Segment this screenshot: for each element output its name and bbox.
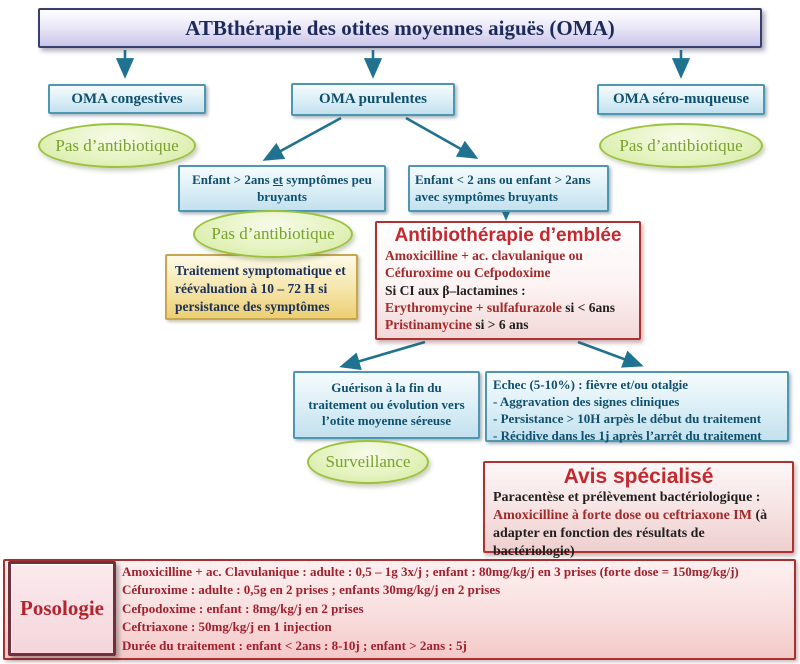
arrow-antibio-to-guerison [339, 340, 426, 370]
outcome-no-antibiotic-middle: Pas d’antibiotique [193, 210, 353, 258]
child-severe-post: enfant > 2ans avec symptômes bruyants [415, 171, 591, 204]
posologie-label: Posologie [8, 561, 116, 656]
outcome-no-antibiotic-left: Pas d’antibiotique [38, 123, 196, 168]
posologie-line-1: Amoxicilline + ac. Clavulanique : adulte… [122, 564, 739, 579]
condition-child-severe: Enfant < 2 ans ou enfant > 2ans avec sym… [408, 165, 609, 212]
outcome-no-antibiotic-right: Pas d’antibiotique [599, 123, 763, 168]
branch-oma-sero-muqueuse: OMA séro-muqueuse [597, 84, 765, 115]
posologie-lines: Amoxicilline + ac. Clavulanique : adulte… [122, 563, 792, 655]
antibio-line-4: Erythromycine + sulfafurazole si < 6ans [385, 299, 631, 316]
antibio-line4-drug: Erythromycine + sulfafurazole [385, 299, 562, 315]
child-mild-pre: Enfant > 2ans [192, 171, 273, 187]
guerison-box: Guérison à la fin du traitement ou évolu… [293, 371, 480, 439]
posologie-panel [3, 559, 796, 660]
echec-lines: Echec (5-10%) : fièvre et/ou otalgie - A… [493, 377, 762, 445]
avis-line-1: Paracentèse et prélèvement bactériologiq… [493, 490, 761, 505]
antibiotherapy-box: Antibiothérapie d’emblée Amoxicilline + … [375, 221, 641, 340]
child-mild-conjunction: et [272, 171, 283, 187]
avis-title: Avis spécialisé [563, 465, 714, 488]
condition-child-mild: Enfant > 2ans et symptômes peu bruyants [178, 165, 386, 212]
echec-box: Echec (5-10%) : fièvre et/ou otalgie - A… [485, 371, 789, 445]
echec-line-1: Echec (5-10%) : fièvre et/ou otalgie [493, 377, 689, 392]
arrow-purulentes-to-mild [262, 116, 342, 161]
avis-line2-rest: (à adapter en fonction des résultats de … [493, 507, 768, 559]
posologie-line-5: Durée du traitement : enfant < 2ans : 8-… [122, 637, 467, 653]
antibio-line4-condition: si < 6ans [561, 299, 616, 315]
antibio-line-1: Amoxicilline + ac. clavulanique ou [385, 248, 583, 263]
child-severe-pre: Enfant < 2 ans [415, 171, 499, 187]
page-title: ATBthérapie des otites moyennes aiguës (… [38, 8, 762, 48]
posologie-line-2: Céfuroxime : adulte : 0,5g en 2 prises ;… [122, 582, 501, 598]
branch-oma-congestives: OMA congestives [48, 84, 206, 114]
antibio-line-5: Pristinamycine si > 6 ans [385, 316, 631, 333]
posologie-line-3: Cefpodoxime : enfant : 8mg/kg/j en 2 pri… [122, 600, 364, 616]
antibio-line-3: Si CI aux β–lactamines : [385, 282, 526, 298]
outcome-surveillance: Surveillance [307, 440, 429, 484]
echec-line-2: - Aggravation des signes cliniques [493, 393, 680, 409]
posologie-line-4: Ceftriaxone : 50mg/kg/j en 1 injection [122, 619, 332, 635]
echec-line-3: - Persistance > 10H arpès le début du tr… [493, 410, 762, 426]
antibio-line5-drug: Pristinamycine [385, 317, 472, 333]
arrow-antibio-to-echec [577, 340, 644, 368]
condition-child-mild-text: Enfant > 2ans et symptômes peu bruyants [185, 172, 379, 206]
avis-specialise-box: Avis spécialisé Paracentèse et prélèveme… [483, 461, 794, 559]
arrow-purulentes-to-severe [405, 116, 479, 159]
antibio-line-2: Céfuroxime ou Cefpodoxime [385, 265, 551, 281]
condition-child-severe-text: Enfant < 2 ans ou enfant > 2ans avec sym… [415, 172, 602, 206]
child-severe-conjunction: ou [499, 171, 513, 187]
symptomatic-treatment-box: Traitement symptomatique et réévaluation… [165, 254, 358, 320]
echec-line-4: - Récidive dans les 1j après l’arrêt du … [493, 427, 762, 443]
avis-line-2: Amoxicilline à forte dose ou ceftriaxone… [493, 507, 784, 561]
antibio-line5-condition: si > 6 ans [472, 317, 529, 333]
avis-line2-drug: Amoxicilline à forte dose ou ceftriaxone… [493, 507, 752, 523]
child-mild-post: symptômes peu bruyants [257, 171, 372, 204]
antibiotherapy-title: Antibiothérapie d’emblée [394, 225, 622, 246]
branch-oma-purulentes: OMA purulentes [291, 83, 455, 116]
